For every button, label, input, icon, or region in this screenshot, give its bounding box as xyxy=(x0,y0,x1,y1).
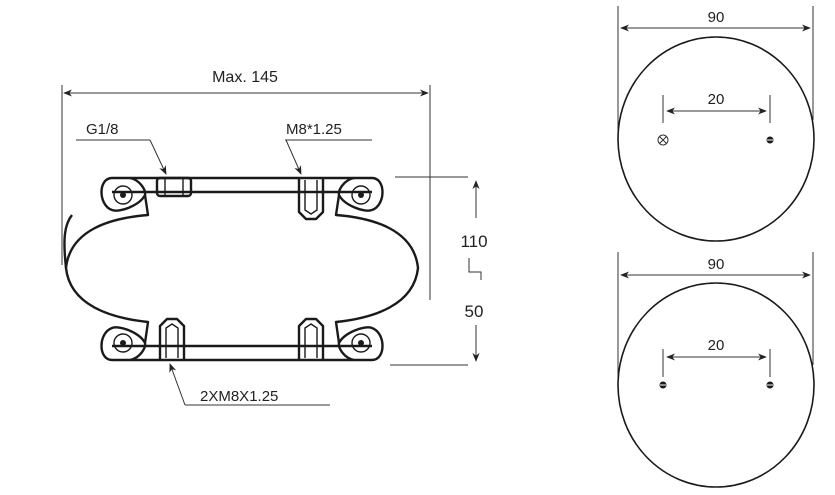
top-plate-view: 90 20 xyxy=(617,6,815,242)
top-plate-circle xyxy=(617,36,815,242)
bottom-hole-spacing-label: 20 xyxy=(708,337,725,354)
bellows-outline xyxy=(63,176,420,362)
top-diameter-label: 90 xyxy=(708,9,725,26)
min-height-label: 50 xyxy=(465,302,484,321)
bottom-plate-view: 90 20 xyxy=(617,252,815,488)
stud-hole-icon xyxy=(659,381,667,389)
height-dimension: 110 50 xyxy=(390,176,488,366)
bottom-diameter-label: 90 xyxy=(708,256,725,273)
port-hole-icon xyxy=(657,134,669,146)
bottom-stud-right xyxy=(297,317,325,360)
top-stud xyxy=(297,178,325,221)
side-view: Max. 145 G1/8 M8*1.25 xyxy=(61,69,488,406)
top-thread-callout: M8*1.25 xyxy=(285,121,372,175)
bottom-thread-callout: 2XM8X1.25 xyxy=(169,363,330,406)
port-callout: G1/8 xyxy=(76,121,167,175)
stud-hole-icon xyxy=(766,136,774,144)
top-thread-label: M8*1.25 xyxy=(286,121,342,138)
max-width-dimension: Max. 145 xyxy=(61,69,431,300)
bottom-thread-label: 2XM8X1.25 xyxy=(200,388,278,405)
stud-hole-icon xyxy=(766,381,774,389)
bottom-stud-left xyxy=(158,317,186,360)
port-label: G1/8 xyxy=(86,121,119,138)
max-height-label: 110 xyxy=(460,232,487,251)
top-hole-spacing-label: 20 xyxy=(708,91,725,108)
max-width-label: Max. 145 xyxy=(212,69,278,86)
bottom-plate-circle xyxy=(617,282,815,488)
step-symbol xyxy=(468,258,482,280)
port-fitting xyxy=(155,176,193,198)
